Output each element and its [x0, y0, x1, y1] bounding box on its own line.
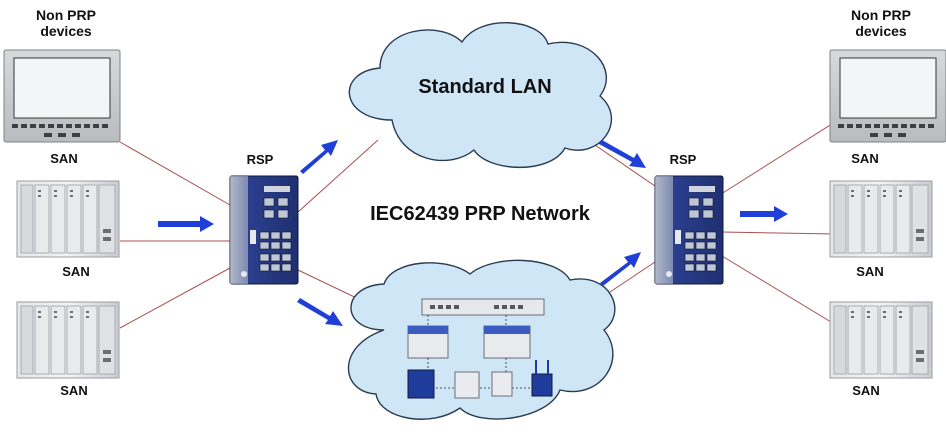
industrial-switch-icon [407, 369, 435, 399]
non-prp-devices-right-label: Non PRP devices [851, 7, 911, 40]
link-monitor-right [717, 121, 836, 197]
plc-rack-icon [16, 180, 120, 258]
arrow-icon [740, 206, 788, 222]
prp-network-contents [407, 298, 553, 399]
industrial-switch-icon [531, 373, 553, 397]
prp-network-label: IEC62439 PRP Network [370, 203, 590, 225]
rsp-label: RSP [246, 152, 274, 167]
san-label: SAN [60, 383, 88, 398]
san-label: SAN [851, 151, 879, 166]
san-label: SAN [62, 264, 90, 279]
monitor-icon [3, 49, 121, 143]
arrow-icon [599, 140, 646, 168]
link-rsp-left-lan [297, 139, 379, 213]
plc-rack-icon [829, 301, 933, 379]
san-label: SAN [856, 264, 884, 279]
arrow-icon [300, 140, 338, 174]
arrow-icon [600, 252, 641, 286]
link-plc-right-bottom [721, 255, 837, 326]
rsp-switch-icon [229, 175, 299, 285]
san-label: SAN [852, 383, 880, 398]
arrow-icon [297, 298, 343, 326]
link-monitor-left [119, 141, 231, 206]
monitor-icon [829, 49, 946, 143]
arrow-icon [158, 216, 214, 232]
standard-lan-cloud [348, 22, 612, 168]
rsp-switch-icon [654, 175, 724, 285]
link-plc-right-mid [721, 231, 837, 235]
plc-rack-icon [16, 301, 120, 379]
rsp-label: RSP [669, 152, 697, 167]
flow-arrows [158, 140, 788, 326]
plc-rack-icon [829, 180, 933, 258]
non-prp-devices-left-label: Non PRP devices [36, 7, 96, 40]
san-label: SAN [50, 151, 78, 166]
industrial-switch-icon [421, 298, 545, 316]
industrial-switch-icon [491, 371, 513, 397]
standard-lan-label: Standard LAN [418, 76, 552, 98]
prp-network-cloud [347, 259, 616, 420]
link-plc-left-bottom [119, 267, 231, 329]
industrial-switch-icon [454, 371, 480, 399]
